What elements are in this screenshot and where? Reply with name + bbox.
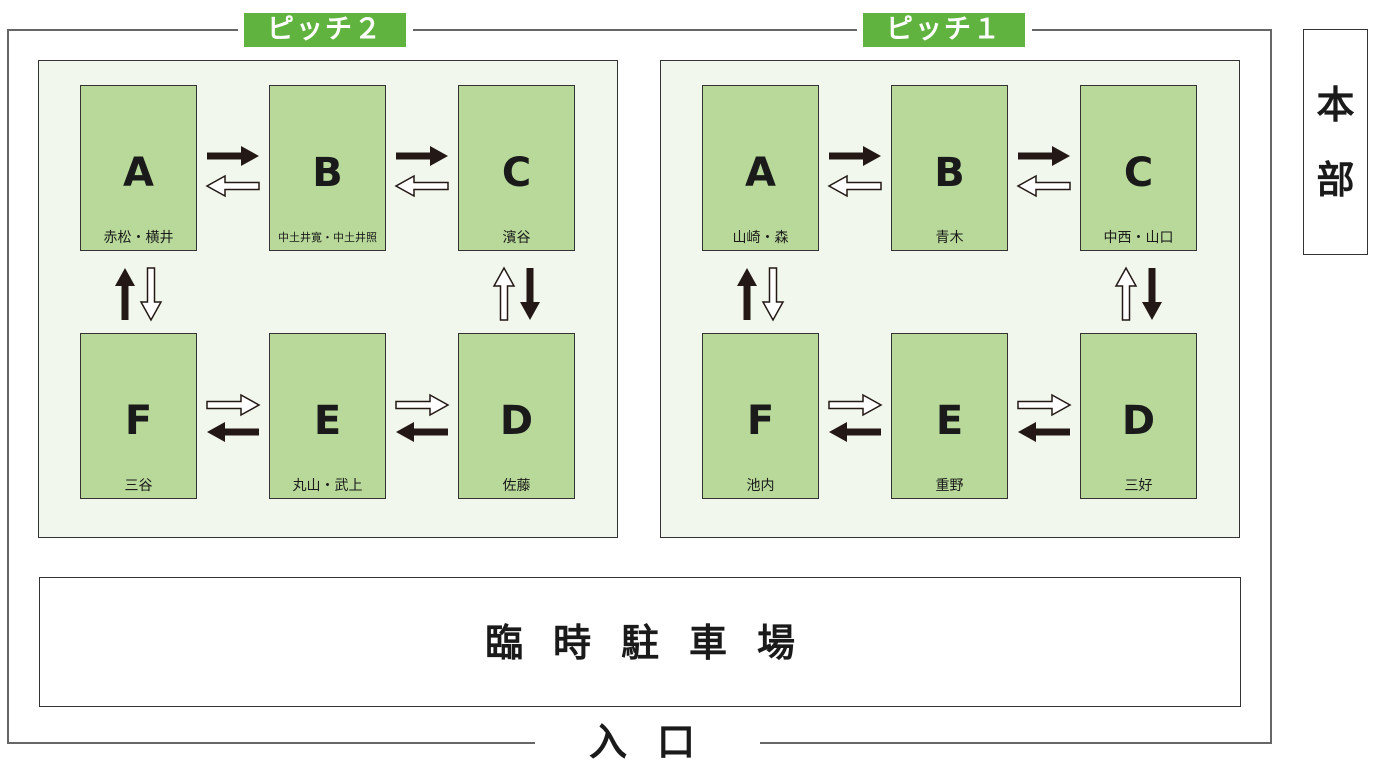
field-team: 三谷 [124, 478, 153, 494]
arrow-up-solid [115, 268, 135, 320]
hq-label-1: 本 [1316, 83, 1355, 127]
field-team: 池内 [746, 478, 775, 494]
arrow-up-solid [737, 268, 757, 320]
arrow-left-hollow [1017, 175, 1071, 197]
arrow-right-hollow [828, 394, 882, 416]
field-letter: D [1121, 398, 1156, 444]
arrow-down-hollow [762, 267, 784, 321]
arrow-left-hollow [206, 175, 260, 197]
arrow-left-solid [1018, 422, 1070, 442]
field-letter: F [746, 398, 775, 444]
arrow-down-hollow [140, 267, 162, 321]
field-team: 濱谷 [502, 230, 531, 246]
pitch-2-field-a[interactable]: A 赤松・横井 [80, 85, 197, 251]
field-team: 中西・山口 [1103, 230, 1174, 246]
temporary-parking: 臨時駐車場 [39, 577, 1241, 707]
field-team: 中土井寛・中土井照 [278, 231, 377, 244]
field-letter: B [312, 150, 343, 196]
arrow-left-hollow [395, 175, 449, 197]
arrow-left-solid [829, 422, 881, 442]
arrow-down-solid [1142, 268, 1162, 320]
arrow-left-solid [207, 422, 259, 442]
field-team: 青木 [935, 230, 964, 246]
pitch-1-field-d[interactable]: D 三好 [1080, 333, 1197, 499]
field-letter: A [123, 150, 154, 196]
pitch-1-field-c[interactable]: C 中西・山口 [1080, 85, 1197, 251]
field-letter: D [499, 398, 534, 444]
arrow-left-hollow [828, 175, 882, 197]
arrow-left-solid [396, 422, 448, 442]
field-team: 三好 [1124, 478, 1153, 494]
field-team: 佐藤 [502, 478, 531, 494]
arrow-right-solid [396, 146, 448, 166]
hq-label-2: 部 [1316, 158, 1355, 202]
field-letter: E [313, 398, 342, 444]
pitch-1-label: ピッチ１ [863, 13, 1025, 47]
entrance-label: 入口 [588, 720, 725, 764]
pitch-1-field-a[interactable]: A 山崎・森 [702, 85, 819, 251]
pitch-2-field-b[interactable]: B 中土井寛・中土井照 [269, 85, 386, 251]
field-letter: C [501, 150, 532, 196]
arrow-right-hollow [1017, 394, 1071, 416]
arrow-right-hollow [395, 394, 449, 416]
pitch-1-field-f[interactable]: F 池内 [702, 333, 819, 499]
arrow-up-hollow [1115, 267, 1137, 321]
arrow-up-hollow [493, 267, 515, 321]
field-team: 丸山・武上 [292, 478, 363, 494]
field-letter: F [124, 398, 153, 444]
arrow-right-solid [1018, 146, 1070, 166]
field-team: 赤松・横井 [103, 230, 174, 246]
pitch-1-field-e[interactable]: E 重野 [891, 333, 1008, 499]
field-letter: C [1123, 150, 1154, 196]
field-letter: E [935, 398, 964, 444]
pitch-2-field-e[interactable]: E 丸山・武上 [269, 333, 386, 499]
field-team: 山崎・森 [732, 230, 789, 246]
arrow-right-solid [829, 146, 881, 166]
parking-label: 臨時駐車場 [484, 621, 825, 665]
field-letter: B [934, 150, 965, 196]
arrow-down-solid [520, 268, 540, 320]
field-letter: A [745, 150, 776, 196]
pitch-2-field-f[interactable]: F 三谷 [80, 333, 197, 499]
headquarters: 本 部 [1303, 29, 1368, 255]
arrow-right-solid [207, 146, 259, 166]
field-team: 重野 [935, 478, 964, 494]
pitch-2-field-c[interactable]: C 濱谷 [458, 85, 575, 251]
pitch-2-label: ピッチ２ [244, 13, 406, 47]
arrow-right-hollow [206, 394, 260, 416]
pitch-1-field-b[interactable]: B 青木 [891, 85, 1008, 251]
pitch-2-field-d[interactable]: D 佐藤 [458, 333, 575, 499]
